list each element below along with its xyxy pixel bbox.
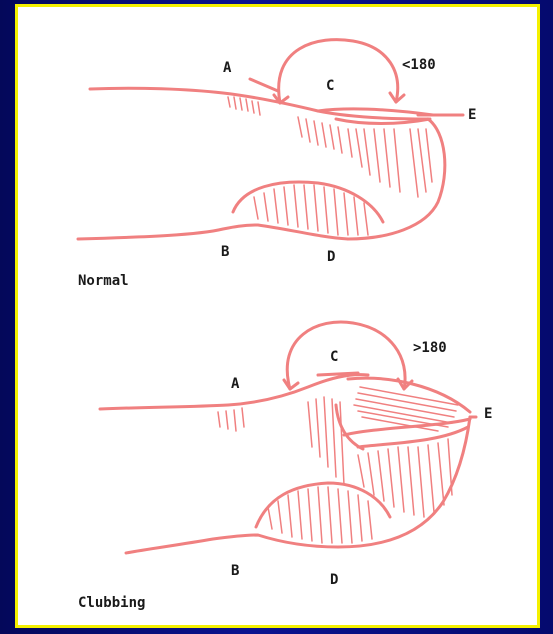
clubbing-label-d: D (330, 572, 338, 588)
finger-illustrations (18, 7, 537, 625)
clubbing-label-e: E (484, 406, 492, 422)
normal-label-c: C (326, 78, 334, 94)
diagram-panel: A C <180 E B D Normal A C >180 E B D Clu… (15, 4, 540, 628)
clubbing-label-c: C (330, 349, 338, 365)
clubbing-finger-drawing (100, 322, 476, 553)
normal-label-e: E (468, 107, 476, 123)
clubbing-caption: Clubbing (78, 595, 145, 611)
normal-label-a: A (223, 60, 231, 76)
clubbing-angle-label: >180 (413, 340, 447, 356)
normal-caption: Normal (78, 273, 129, 289)
clubbing-label-a: A (231, 376, 239, 392)
normal-label-d: D (327, 249, 335, 265)
clubbing-label-b: B (231, 563, 239, 579)
normal-label-b: B (221, 244, 229, 260)
normal-angle-label: <180 (402, 57, 436, 73)
